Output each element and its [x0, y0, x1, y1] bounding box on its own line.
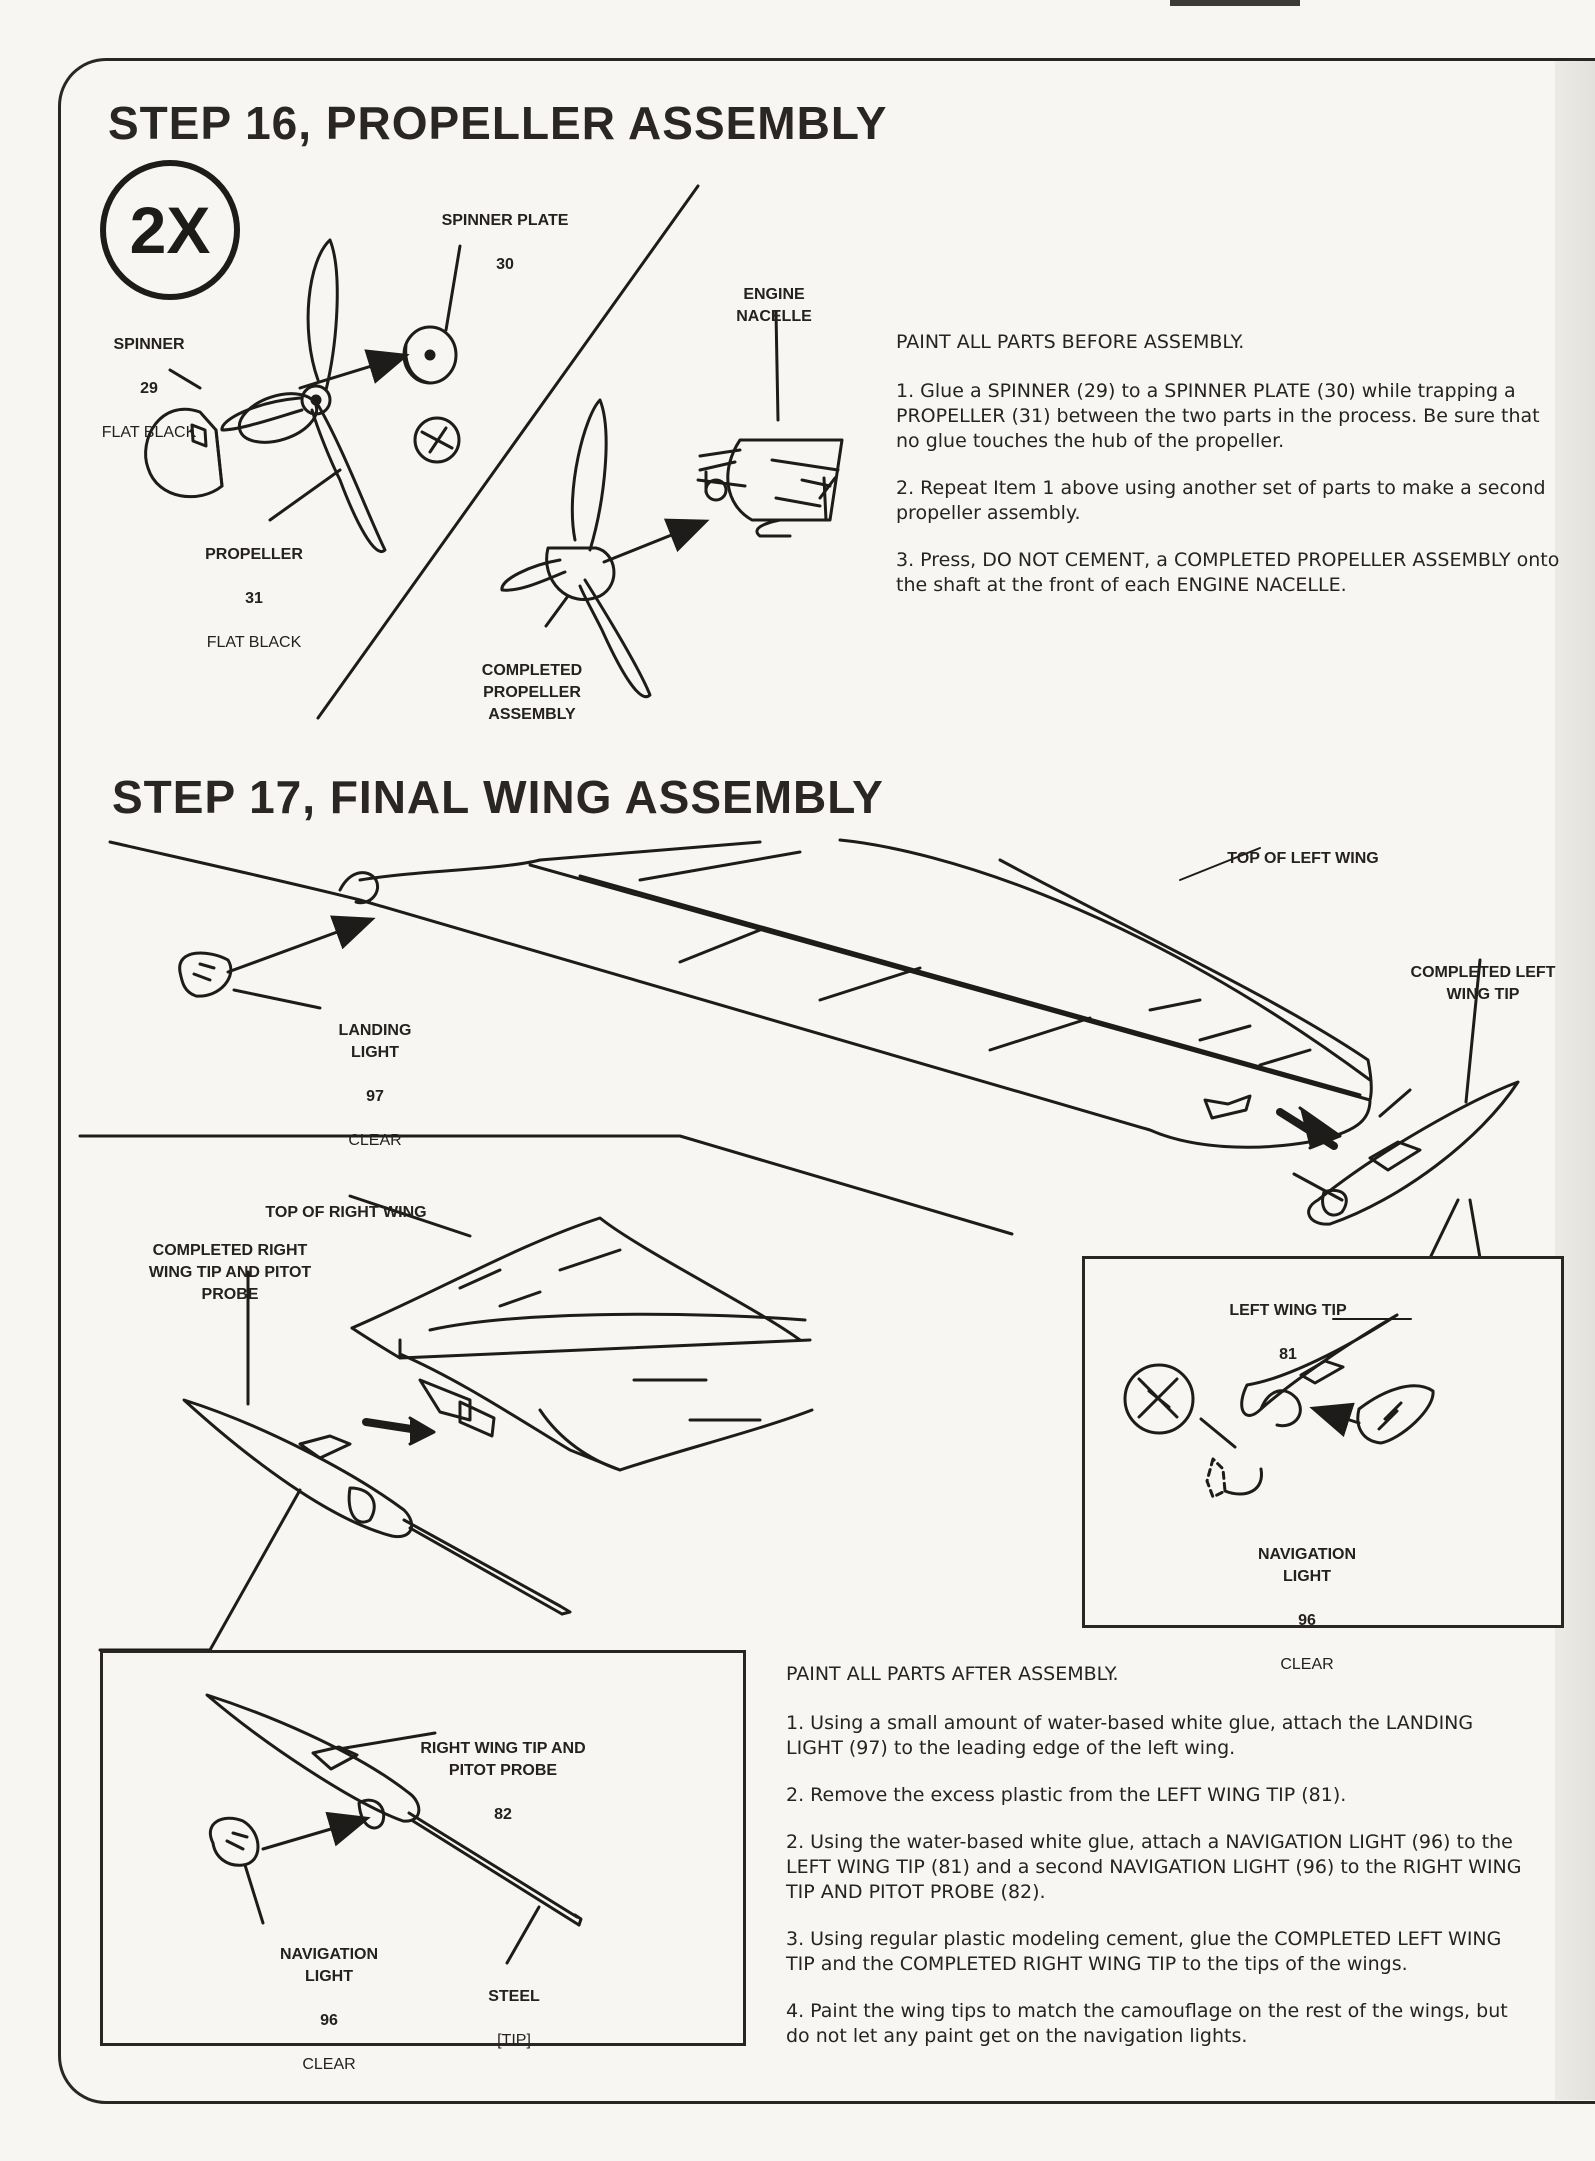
step16-title: STEP 16, PROPELLER ASSEMBLY — [108, 97, 888, 149]
completed-propeller-part — [500, 398, 710, 699]
callout-engine-nacelle: ENGINE NACELLE — [736, 286, 812, 325]
step16-instruction-item: 1. Glue a SPINNER (29) to a SPINNER PLAT… — [896, 380, 1540, 452]
right-wing-tip-detail-box — [100, 1650, 746, 2046]
step17-instruction-item: 4. Paint the wing tips to match the camo… — [786, 2000, 1508, 2047]
completed-left-wing-tip-part — [1292, 958, 1520, 1226]
callout-propeller: PROPELLER 31 FLAT BLACK — [205, 546, 303, 651]
callout-completed-right-tip: COMPLETED RIGHT WING TIP AND PITOT PROBE — [148, 1242, 312, 1303]
left-wing-tip-detail-box — [1082, 1256, 1564, 1628]
step17-instruction-item: 1. Using a small amount of water-based w… — [786, 1712, 1474, 1759]
callout-left-wing-tip: LEFT WING TIP 81 — [1229, 1302, 1347, 1363]
step17-instruction-item: 2. Using the water-based white glue, att… — [786, 1831, 1522, 1903]
spinner-part — [144, 407, 224, 499]
right-wing-tip-detail-art — [205, 1693, 583, 1965]
left-wing-illustration — [108, 838, 1373, 1150]
callout-nav-light-left: NAVIGATION LIGHT 96 CLEAR — [1257, 1546, 1357, 1673]
step17-instruction-item: 3. Using regular plastic modeling cement… — [786, 1928, 1502, 1975]
page-border — [58, 58, 1595, 2104]
right-wing-illustration — [350, 1216, 814, 1472]
landing-light-part — [178, 915, 376, 1010]
callout-top-left-wing: TOP OF LEFT WING — [1227, 850, 1379, 867]
completed-right-wing-tip-part — [182, 1270, 572, 1616]
step16-divider — [316, 184, 700, 720]
quantity-badge: 2X — [100, 160, 240, 300]
callout-landing-light: LANDING LIGHT 97 CLEAR — [338, 1022, 412, 1149]
left-wing-tip-detail-art — [1123, 1313, 1435, 1499]
callout-spinner: SPINNER 29 FLAT BLACK — [101, 336, 197, 441]
spinner-plate-ring — [237, 392, 319, 444]
hub-detail — [413, 416, 461, 464]
callout-completed-left-tip: COMPLETED LEFT WING TIP — [1410, 964, 1556, 1003]
callout-spinner-plate: SPINNER PLATE 30 — [441, 212, 569, 273]
step16-instruction-item: 2. Repeat Item 1 above using another set… — [896, 477, 1546, 524]
step16-instruction-lead: PAINT ALL PARTS BEFORE ASSEMBLY. — [896, 331, 1245, 353]
step17-instructions: PAINT ALL PARTS AFTER ASSEMBLY. 1. Using… — [786, 1662, 1532, 2071]
callout-completed-propeller: COMPLETED PROPELLER ASSEMBLY — [481, 662, 583, 723]
step17-instruction-lead: PAINT ALL PARTS AFTER ASSEMBLY. — [786, 1663, 1119, 1685]
spinner-plate-part — [402, 325, 458, 385]
scan-bleed-edge — [1555, 60, 1595, 2100]
scan-edge-mark — [1170, 0, 1300, 6]
callout-nav-light-right: NAVIGATION LIGHT 96 CLEAR — [279, 1946, 379, 2073]
callout-top-right-wing: TOP OF RIGHT WING — [265, 1204, 427, 1221]
propeller-part — [220, 238, 387, 554]
callout-steel-tip: STEEL [TIP] — [488, 1988, 540, 2049]
section-divider — [78, 1134, 1014, 1236]
step16-instructions: PAINT ALL PARTS BEFORE ASSEMBLY. 1. Glue… — [896, 330, 1564, 620]
engine-nacelle-part — [696, 310, 844, 538]
step17-instruction-item: 2. Remove the excess plastic from the LE… — [786, 1784, 1347, 1806]
callout-right-tip-probe: RIGHT WING TIP AND PITOT PROBE 82 — [420, 1740, 586, 1823]
step17-title: STEP 17, FINAL WING ASSEMBLY — [112, 771, 884, 823]
step16-instruction-item: 3. Press, DO NOT CEMENT, a COMPLETED PRO… — [896, 549, 1560, 596]
